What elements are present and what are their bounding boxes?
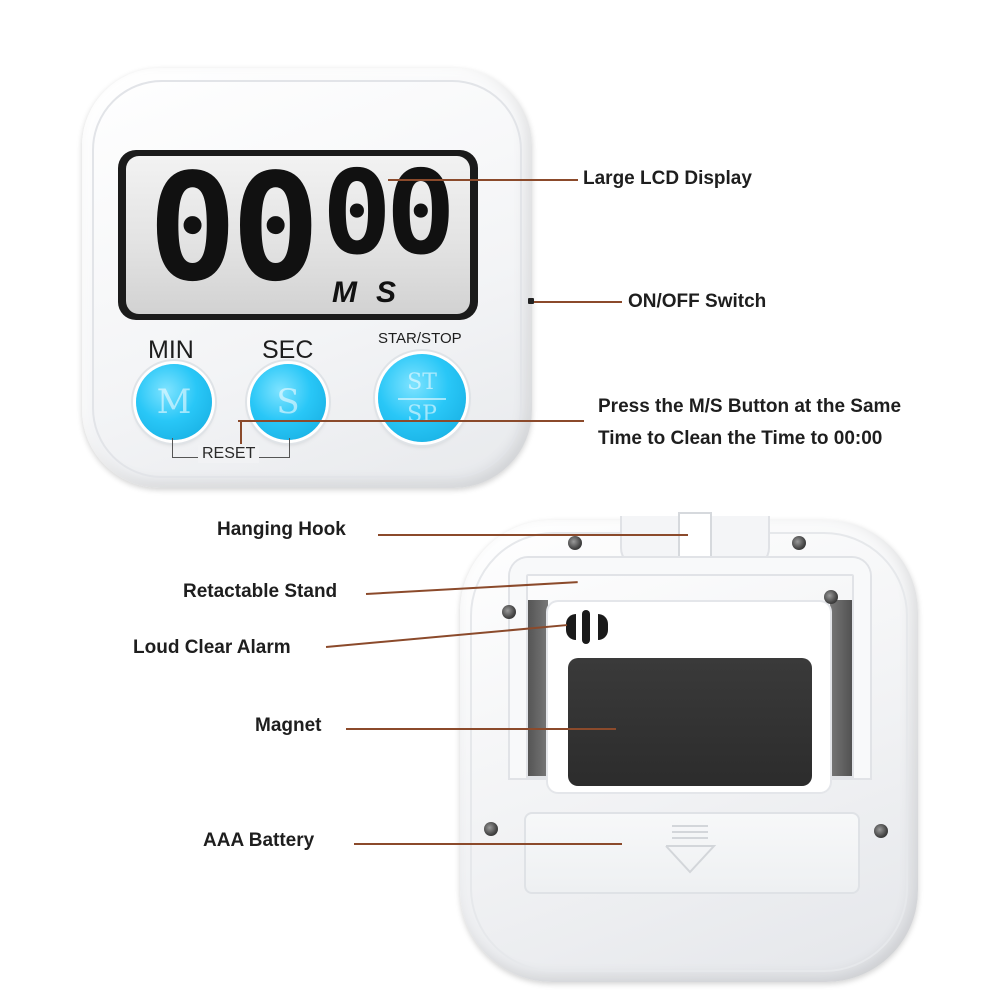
sec-button[interactable]: S bbox=[250, 364, 326, 440]
seconds-unit-label: S bbox=[376, 276, 397, 309]
callout-stand: Retactable Stand bbox=[183, 581, 338, 602]
lcd-display: 00 00 M S bbox=[126, 156, 470, 314]
screw-icon bbox=[824, 590, 838, 604]
magnet bbox=[568, 658, 812, 786]
hook-leader-line bbox=[378, 534, 688, 536]
screw-icon bbox=[502, 605, 516, 619]
seconds-digits: 00 bbox=[322, 156, 456, 281]
start-stop-button-label: STAR/STOP bbox=[378, 330, 462, 347]
retractable-stand[interactable] bbox=[510, 558, 870, 778]
screw-icon bbox=[792, 536, 806, 550]
reset-label: RESET bbox=[198, 445, 260, 463]
callout-alarm: Loud Clear Alarm bbox=[133, 637, 291, 658]
callout-magnet: Magnet bbox=[255, 715, 322, 736]
start-stop-button[interactable]: ST SP bbox=[378, 354, 466, 442]
callout-on-off: ON/OFF Switch bbox=[628, 291, 767, 312]
sec-button-glyph: S bbox=[276, 382, 300, 422]
magnet-leader-line bbox=[346, 728, 616, 730]
reset-leader-line bbox=[238, 420, 584, 422]
callout-lcd: Large LCD Display bbox=[583, 168, 752, 189]
start-stop-glyph-top: ST bbox=[407, 370, 437, 395]
min-button-label: MIN bbox=[148, 336, 194, 364]
timer-front-rim bbox=[92, 80, 522, 478]
start-stop-divider bbox=[398, 398, 446, 400]
min-button[interactable]: M bbox=[136, 364, 212, 440]
sec-button-label: SEC bbox=[262, 336, 314, 364]
callout-reset-instructions: Press the M/S Button at the Same Time to… bbox=[598, 391, 901, 455]
battery-leader-line bbox=[354, 843, 622, 845]
start-stop-glyph-bottom: SP bbox=[407, 402, 437, 427]
on-off-leader-line bbox=[534, 301, 622, 303]
alarm-speaker-icon bbox=[582, 610, 590, 644]
on-off-switch[interactable] bbox=[528, 298, 534, 304]
callout-reset-line-2: Time to Clean the Time to 00:00 bbox=[598, 428, 883, 449]
min-button-glyph: M bbox=[156, 382, 192, 422]
minutes-digits: 00 bbox=[148, 156, 320, 314]
screw-icon bbox=[568, 536, 582, 550]
down-arrow-icon bbox=[665, 825, 717, 874]
callout-reset-line-1: Press the M/S Button at the Same bbox=[598, 396, 902, 417]
screw-icon bbox=[484, 822, 498, 836]
alarm-speaker-icon bbox=[566, 614, 576, 640]
callout-battery: AAA Battery bbox=[203, 830, 315, 851]
hanging-hook[interactable] bbox=[678, 512, 712, 560]
reset-leader-drop bbox=[240, 420, 242, 444]
alarm-speaker-icon bbox=[598, 614, 608, 640]
callout-hanging-hook: Hanging Hook bbox=[217, 519, 346, 540]
minutes-unit-label: M bbox=[332, 276, 357, 309]
lcd-leader-line bbox=[388, 179, 578, 181]
screw-icon bbox=[874, 824, 888, 838]
